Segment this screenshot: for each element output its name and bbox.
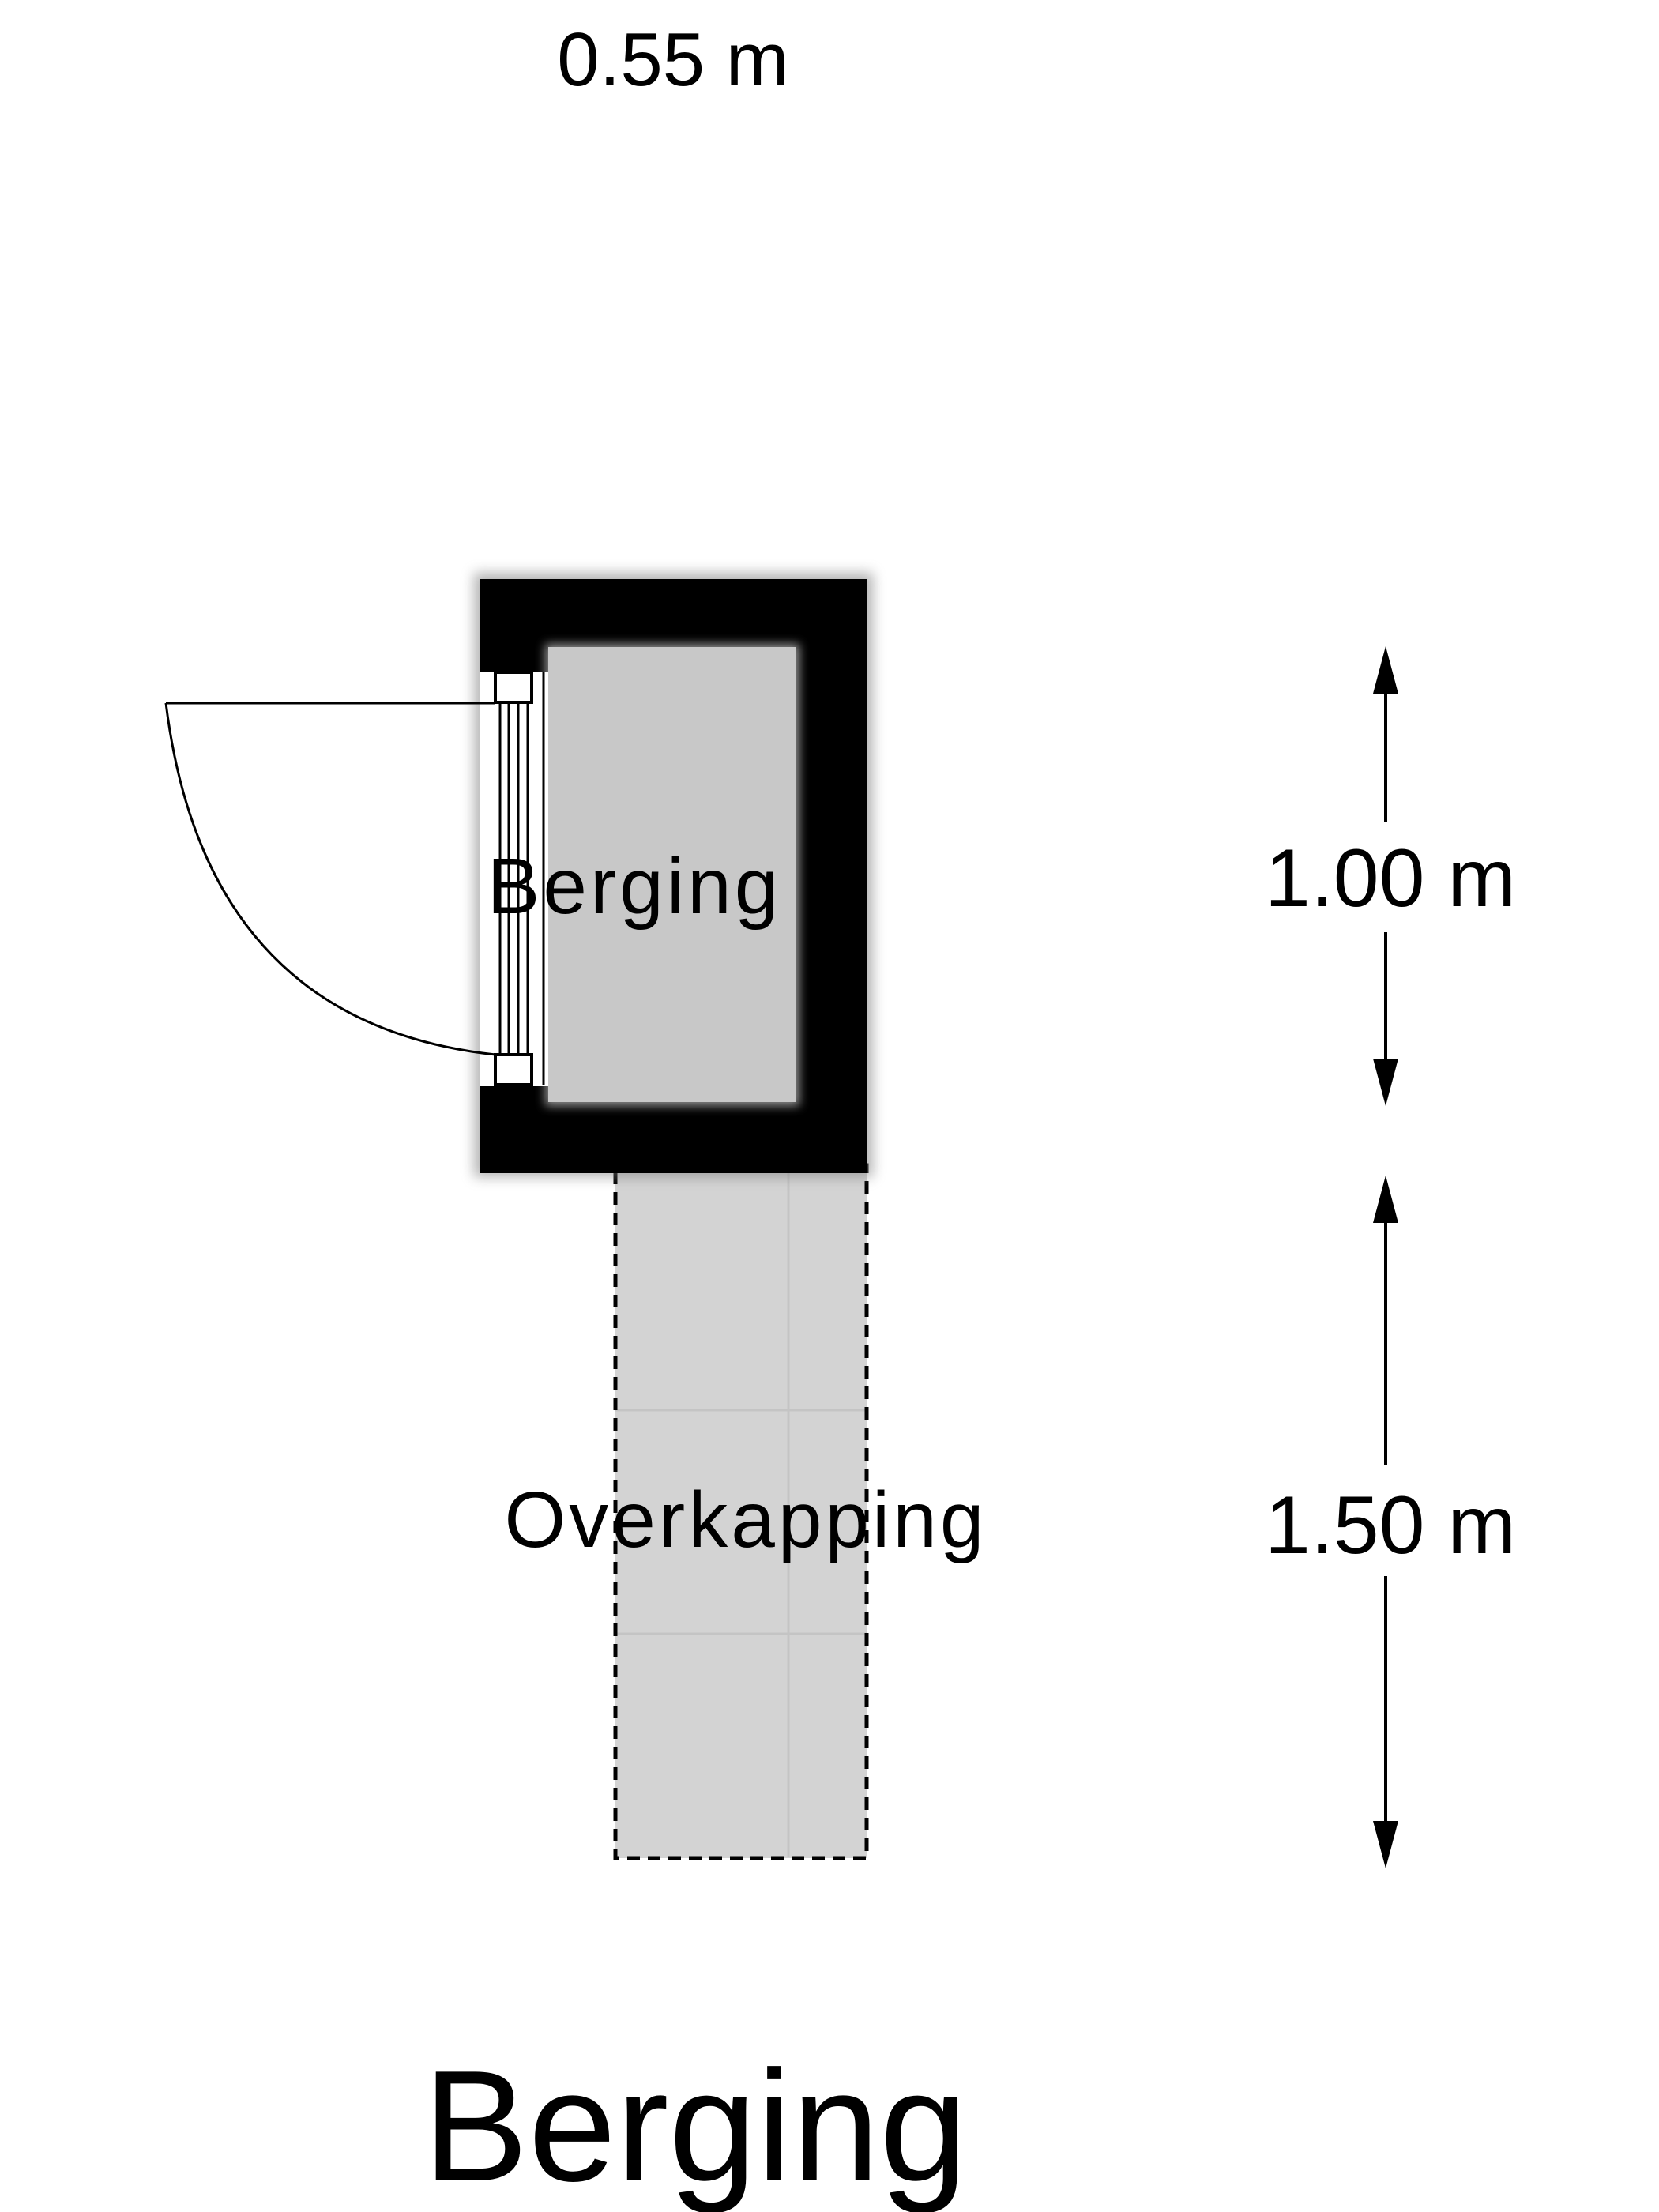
door-frame-bottom — [494, 1053, 533, 1086]
door-swing-arc — [164, 702, 496, 1056]
canopy-area — [613, 1163, 869, 1860]
dimension-label: 1.50 m — [1265, 1480, 1516, 1571]
top-dimension-label: 0.55 m — [557, 17, 788, 102]
storage-floor — [548, 647, 796, 1102]
arrow-down-icon — [1373, 1821, 1398, 1868]
door-opening — [480, 672, 548, 1086]
arrow-up-icon — [1373, 646, 1398, 694]
room-label-canopy: Overkapping — [505, 1476, 988, 1564]
door-frame-top — [494, 671, 533, 704]
page-title: Berging — [423, 2038, 967, 2212]
dimension-canopy-height: 1.50 m — [1265, 1176, 1516, 1868]
arrow-down-icon — [1373, 1059, 1398, 1106]
canopy-floor — [615, 1165, 867, 1858]
door-swing — [164, 702, 496, 1056]
arrow-up-icon — [1373, 1176, 1398, 1223]
dimension-storage-height: 1.00 m — [1265, 646, 1516, 1106]
room-label-storage: Berging — [487, 842, 782, 931]
dimension-label: 1.00 m — [1265, 833, 1516, 924]
storage-room — [474, 573, 873, 1177]
